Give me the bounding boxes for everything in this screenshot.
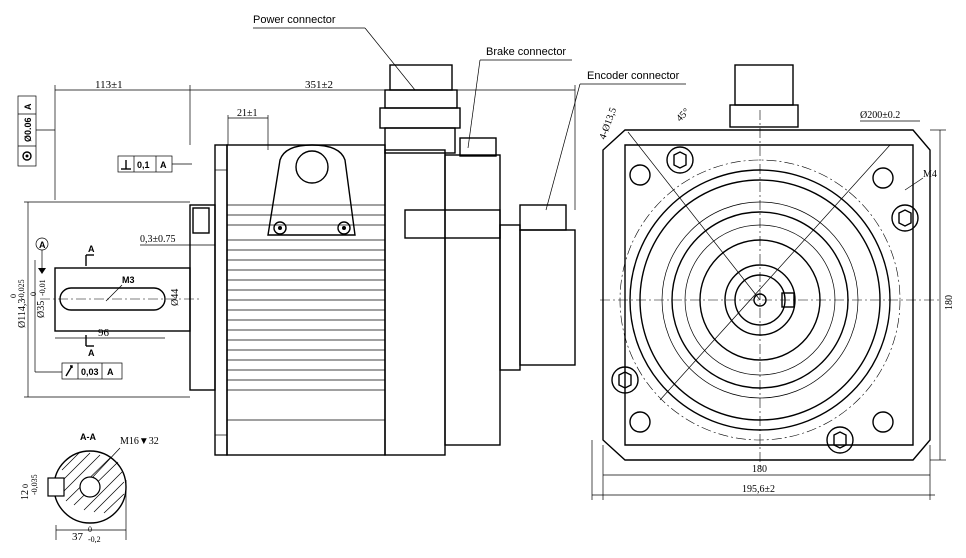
concentricity-icon bbox=[22, 151, 32, 161]
flatness-frame bbox=[17, 95, 37, 167]
flange-plate bbox=[214, 144, 228, 456]
flange-slot bbox=[192, 207, 210, 234]
front-power-connector bbox=[734, 64, 794, 106]
svg-text:-0,035: -0,035 bbox=[30, 474, 39, 495]
dim-shaft-44: Ø44 bbox=[170, 289, 181, 306]
bolt-holes-label: 4-Ø13,5 bbox=[597, 106, 619, 141]
bolt-hole-tr bbox=[872, 167, 894, 189]
svg-text:0: 0 bbox=[29, 292, 38, 296]
thread-m3: M3 bbox=[122, 275, 135, 285]
dim-pilot: Ø114,3 bbox=[17, 299, 28, 328]
runout-ref: A bbox=[107, 367, 114, 377]
hex-bolts bbox=[611, 146, 919, 454]
front-flange-square bbox=[624, 144, 914, 446]
brake-connector bbox=[459, 137, 497, 157]
brake-leader bbox=[467, 59, 481, 149]
lifting-bolt-left bbox=[273, 221, 287, 235]
dim-shaft-35: Ø35 bbox=[36, 301, 47, 318]
encoder-leader bbox=[545, 83, 581, 211]
dim-flange-gap: 0,3±0.75 bbox=[140, 234, 176, 245]
svg-text:0: 0 bbox=[21, 484, 30, 488]
pcd-leader bbox=[659, 144, 891, 401]
flatness-ref: A bbox=[23, 103, 33, 110]
brake-housing bbox=[444, 154, 501, 446]
svg-text:0: 0 bbox=[9, 294, 18, 298]
section-center-hole bbox=[79, 476, 101, 498]
svg-text:A: A bbox=[39, 240, 46, 250]
perp-value: 0,1 bbox=[137, 160, 150, 170]
runout-frame bbox=[61, 362, 123, 380]
key-depth: 37 bbox=[72, 531, 84, 543]
lifting-bolt-right bbox=[337, 221, 351, 235]
rear-housing bbox=[384, 149, 446, 456]
angle-45: 45° bbox=[674, 106, 692, 124]
encoder-housing bbox=[519, 229, 576, 366]
dim-width-180: 180 bbox=[752, 464, 767, 475]
dim-height-180: 180 bbox=[944, 295, 955, 310]
dim-96: 96 bbox=[98, 327, 110, 339]
cooling-fins bbox=[227, 204, 385, 421]
encoder-connector-label: Encoder connector bbox=[587, 70, 680, 82]
key-width: 12 bbox=[20, 490, 31, 500]
tap-m4: M4 bbox=[923, 169, 937, 180]
section-aa-label: A-A bbox=[80, 432, 96, 442]
power-connector-label: Power connector bbox=[253, 14, 336, 26]
encoder-adapter bbox=[499, 224, 521, 371]
bolt-hole-br bbox=[872, 411, 894, 433]
runout-icon bbox=[65, 365, 73, 377]
dim-21: 21±1 bbox=[237, 108, 258, 119]
flatness-value: Ø0.06 bbox=[23, 117, 33, 142]
power-leader bbox=[364, 27, 416, 91]
lifting-eye bbox=[267, 144, 356, 236]
dim-351: 351±2 bbox=[305, 79, 333, 91]
perp-ref: A bbox=[160, 160, 167, 170]
power-connector bbox=[389, 64, 453, 91]
keyway bbox=[59, 287, 166, 311]
bolt-hole-bl bbox=[629, 411, 651, 433]
front-flange-outline bbox=[602, 129, 931, 461]
section-mark-bottom: A bbox=[88, 348, 95, 358]
section-key bbox=[47, 477, 65, 497]
svg-text:-0,025: -0,025 bbox=[17, 279, 26, 300]
dim-overall: 195,6±2 bbox=[742, 484, 775, 495]
runout-value: 0,03 bbox=[81, 367, 99, 377]
dim-113: 113±1 bbox=[95, 79, 123, 91]
section-mark-top: A bbox=[88, 244, 95, 254]
pcd-label: Ø200±0.2 bbox=[860, 110, 900, 121]
svg-text:0: 0 bbox=[88, 525, 92, 534]
lifting-eye-hole bbox=[295, 150, 329, 184]
section-hatching bbox=[57, 451, 125, 514]
section-thread: M16▼32 bbox=[120, 436, 159, 447]
encoder-connector bbox=[519, 204, 567, 231]
svg-text:-0,01: -0,01 bbox=[38, 279, 47, 296]
bolt-hole-tl bbox=[629, 164, 651, 186]
brake-connector-label: Brake connector bbox=[486, 46, 566, 58]
svg-text:-0,2: -0,2 bbox=[88, 535, 101, 544]
